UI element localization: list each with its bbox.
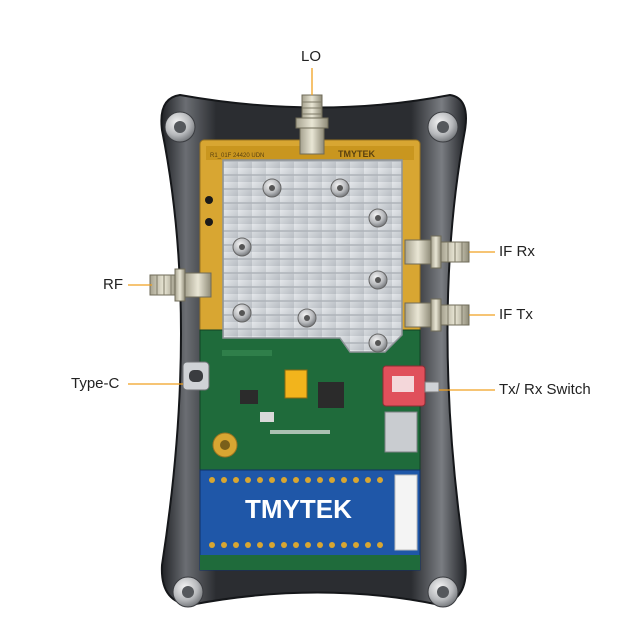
blue-mcu-board bbox=[199, 469, 421, 571]
rf-sma-connector bbox=[149, 268, 212, 302]
if-tx-sma-connector bbox=[404, 298, 470, 332]
lo-label: LO bbox=[301, 48, 322, 65]
silkscreen-code: R1_01F 24420 UDN bbox=[210, 153, 264, 159]
callout-lines bbox=[128, 68, 495, 391]
if-rx-sma-connector bbox=[404, 235, 470, 269]
lo-sma-connector bbox=[295, 94, 329, 155]
board-brand-logo: TMYTEK bbox=[245, 494, 352, 524]
heatsink-screws bbox=[232, 178, 388, 353]
if-tx-label: IF Tx bbox=[499, 306, 533, 323]
heatsink bbox=[222, 159, 403, 353]
corner-screws bbox=[164, 111, 459, 608]
rf-label: RF bbox=[103, 276, 123, 293]
header-pins bbox=[209, 477, 383, 548]
type-c-label: Type-C bbox=[71, 375, 120, 392]
if-rx-label: IF Rx bbox=[499, 243, 535, 260]
silkscreen-brand-top: TMYTEK bbox=[338, 149, 375, 159]
tx-rx-switch-label: Tx/ Rx Switch bbox=[499, 381, 591, 398]
